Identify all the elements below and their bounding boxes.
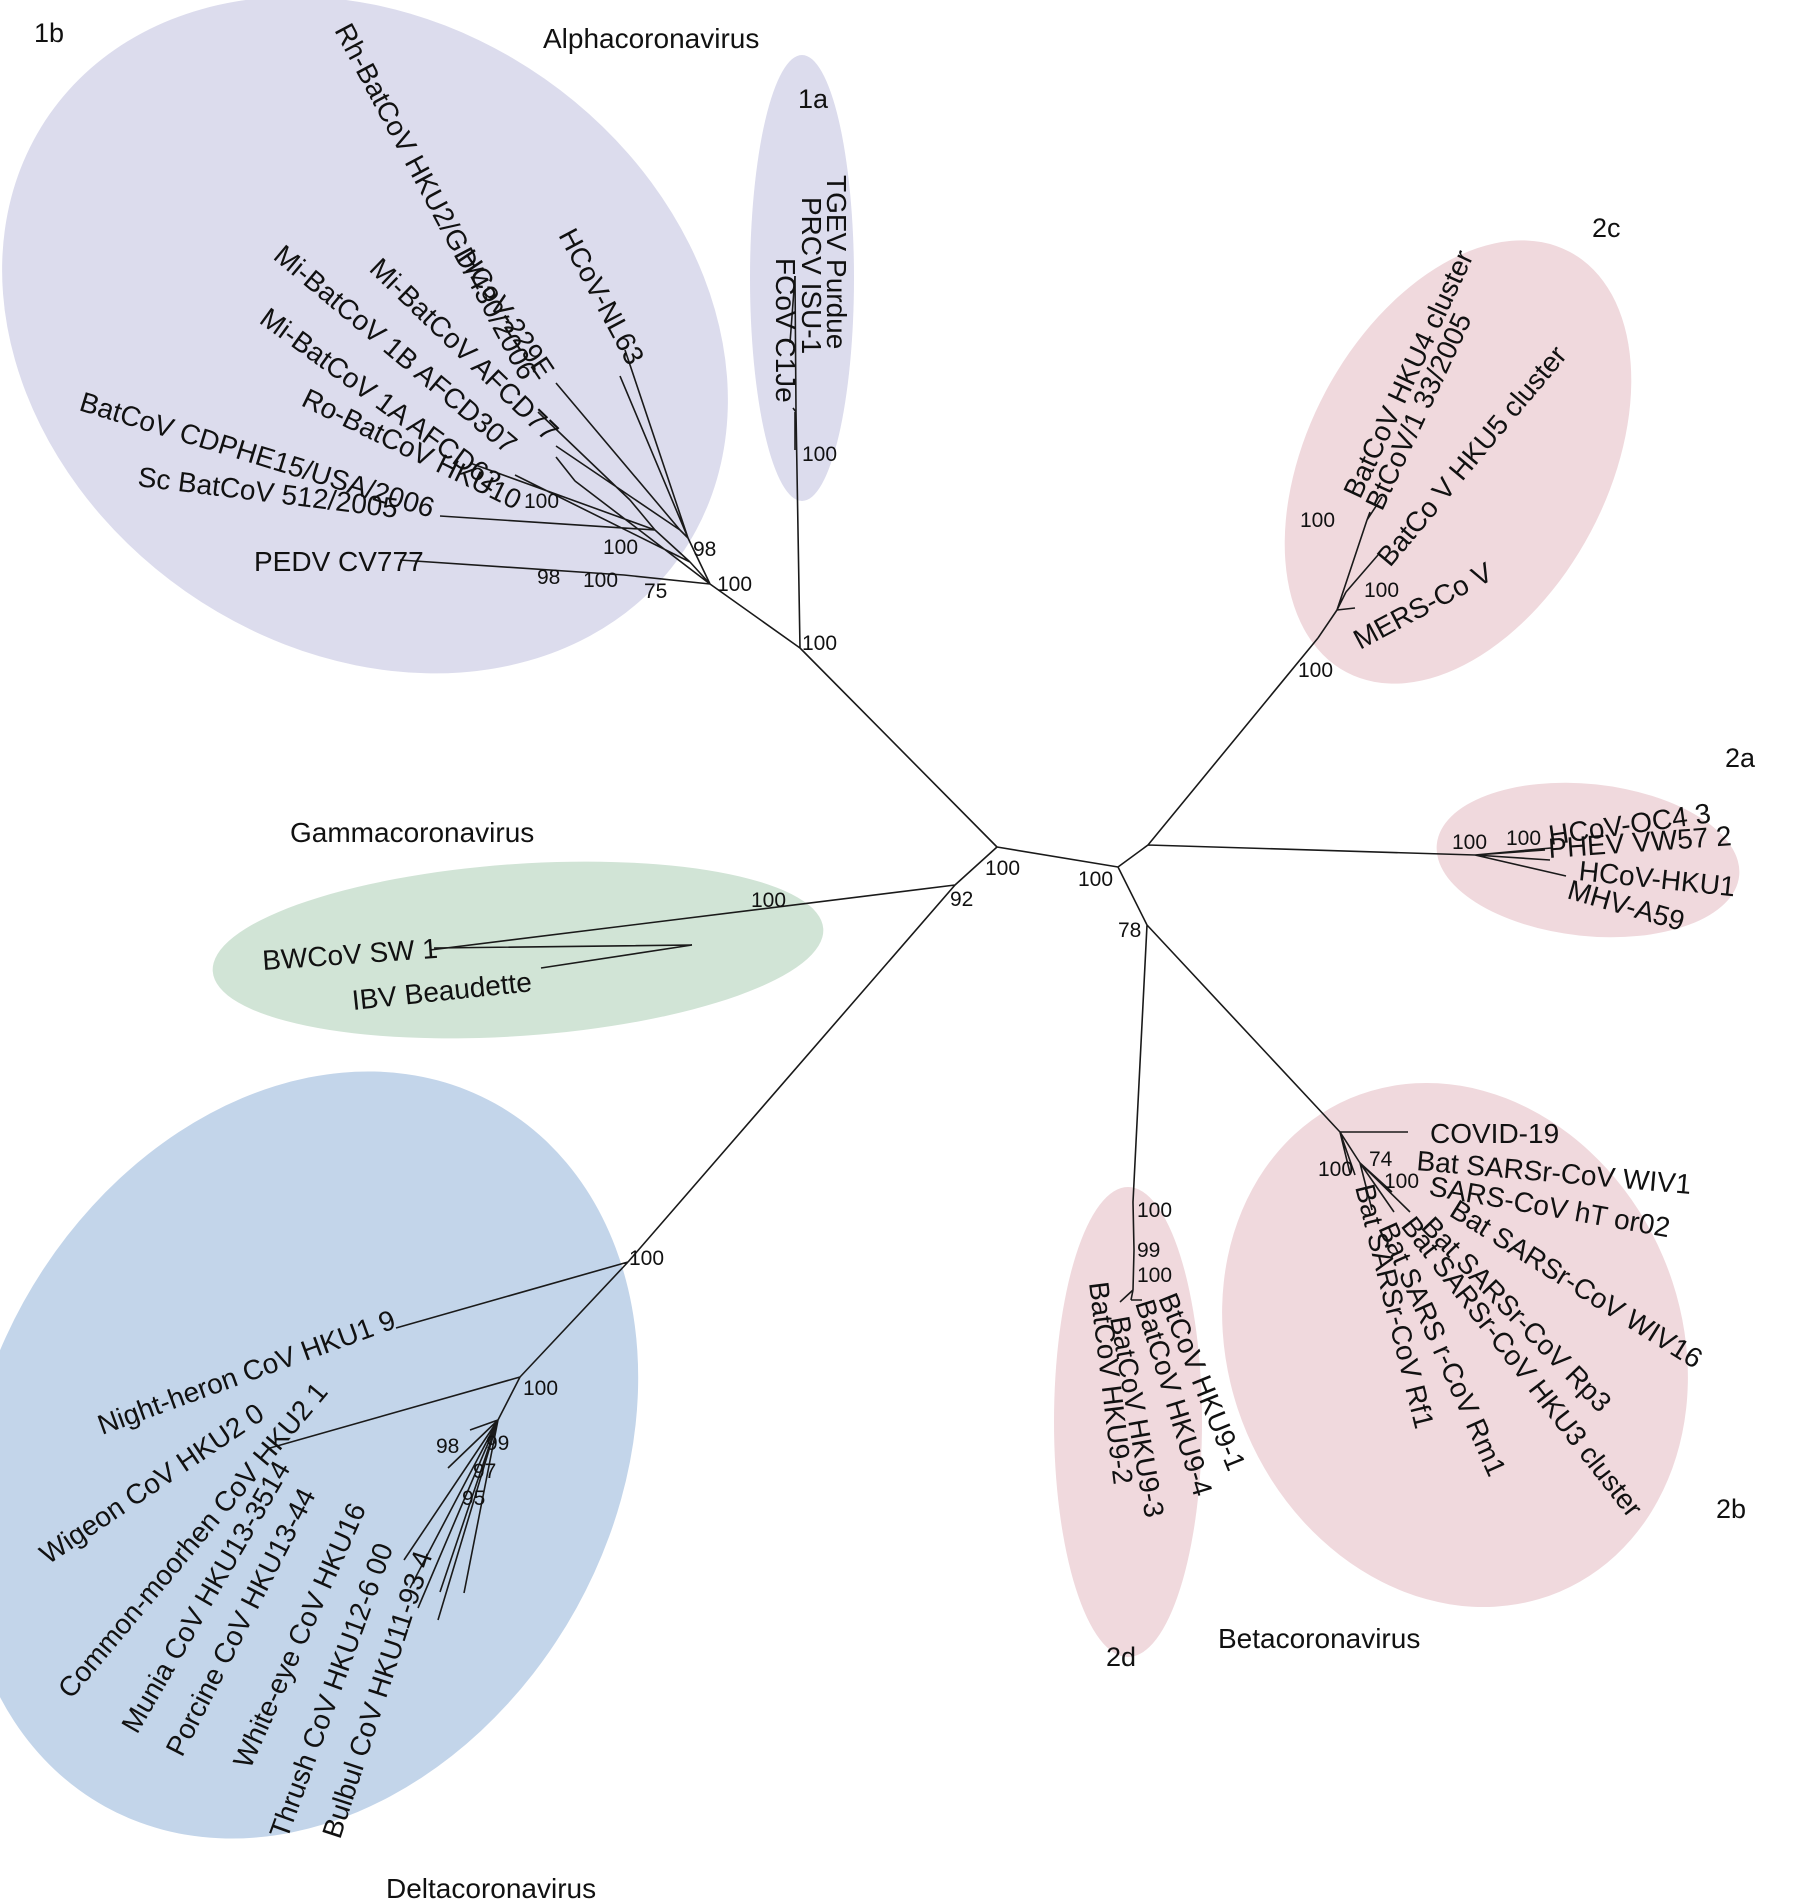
clade-label-2a: 2a (1725, 743, 1756, 773)
alpha-1b-ellipse (2, 0, 728, 674)
clade-label-2c: 2c (1592, 213, 1621, 243)
beta-2a-ellipse (1436, 782, 1740, 938)
alpha-1a-ellipse (750, 55, 854, 501)
bootstrap-2c-top: 100 (1300, 509, 1335, 532)
alpha-1b-branches (399, 349, 711, 585)
gamma-branches (433, 944, 693, 969)
clade-label-2d: 2d (1106, 1642, 1136, 1672)
delta-ellipse (0, 1071, 639, 1839)
bootstrap-delta-98: 98 (436, 1435, 459, 1458)
clade-label-1a: 1a (798, 84, 829, 114)
bootstrap-100-left: 100 (583, 569, 618, 592)
leaf-fcov-c1je: FCoV C1Je (770, 258, 801, 403)
leaf-prcv-isu1: PRCV ISU-1 (796, 197, 827, 354)
clade-label-2b: 2b (1716, 1494, 1746, 1524)
bootstrap-2c-mid: 100 (1364, 579, 1399, 602)
bootstrap-2b-100: 100 (1318, 1158, 1353, 1181)
bootstrap-delta-95: 95 (462, 1487, 485, 1510)
bootstrap-1a: 100 (802, 443, 837, 466)
beta-2d-ellipse (1054, 1187, 1202, 1657)
bootstrap-2d-3: 100 (1137, 1264, 1172, 1287)
leaf-covid19: COVID-19 (1430, 1118, 1559, 1149)
bootstrap-2a-2: 100 (1506, 827, 1541, 850)
bootstrap-92: 92 (950, 888, 973, 911)
bootstrap-100-mid: 100 (603, 536, 638, 559)
clade-label-1b: 1b (34, 18, 64, 48)
beta-2c-branches (1317, 496, 1383, 639)
bootstrap-center: 100 (985, 857, 1020, 880)
bootstrap-alpha-root: 100 (802, 632, 837, 655)
beta-2b-ellipse (1222, 1082, 1688, 1608)
bootstrap-delta-2: 100 (523, 1377, 558, 1400)
genus-label-alpha: Alphacoronavirus (543, 23, 759, 54)
bootstrap-2d-2: 99 (1137, 1239, 1160, 1262)
beta-2c-ellipse (1284, 240, 1632, 684)
bootstrap-100-ro: 100 (524, 490, 559, 513)
bootstrap-2d-1: 100 (1137, 1199, 1172, 1222)
tree-branches (269, 275, 1567, 1621)
genus-label-gamma: Gammacoronavirus (290, 817, 534, 848)
leaf-pedv-cv777: PEDV CV777 (254, 546, 424, 577)
leaf-tgev-purdue: TGEV Purdue (821, 175, 852, 349)
bootstrap-98-top: 98 (693, 538, 716, 561)
bootstrap-2c-bot: 100 (1298, 659, 1333, 682)
clade-labels: 1a 1b 2a 2b 2c 2d (34, 18, 1756, 1672)
genus-label-delta: Deltacoronavirus (386, 1873, 596, 1903)
bootstrap-75: 75 (644, 580, 667, 603)
bootstrap-98-left: 98 (537, 566, 560, 589)
bootstrap-2a-1: 100 (1452, 831, 1487, 854)
genus-label-beta: Betacoronavirus (1218, 1623, 1420, 1654)
bootstrap-delta-99: 99 (486, 1432, 509, 1455)
bootstrap-beta-center: 100 (1078, 868, 1113, 891)
bootstrap-78: 78 (1118, 919, 1141, 942)
beta-2b-branches (1339, 1131, 1411, 1213)
bootstrap-values: 100 100 100 98 100 100 98 100 75 100 100… (436, 443, 1541, 1510)
genus-labels: Alphacoronavirus Gammacoronavirus Deltac… (290, 23, 1420, 1903)
alpha-1a-branches (789, 275, 796, 450)
beta-2d-branches (1119, 1201, 1142, 1303)
bootstrap-delta-1: 100 (629, 1247, 664, 1270)
bootstrap-alpha-node: 100 (717, 573, 752, 596)
bootstrap-delta-97: 97 (473, 1460, 496, 1483)
backbone-branches (429, 275, 1476, 1263)
bootstrap-gamma: 100 (751, 889, 786, 912)
bootstrap-2b-74: 74 (1369, 1148, 1393, 1171)
delta-branches (269, 1261, 629, 1621)
beta-2a-branches (1474, 847, 1567, 877)
gamma-ellipse (212, 861, 824, 1039)
bootstrap-2b-100b: 100 (1384, 1170, 1419, 1193)
